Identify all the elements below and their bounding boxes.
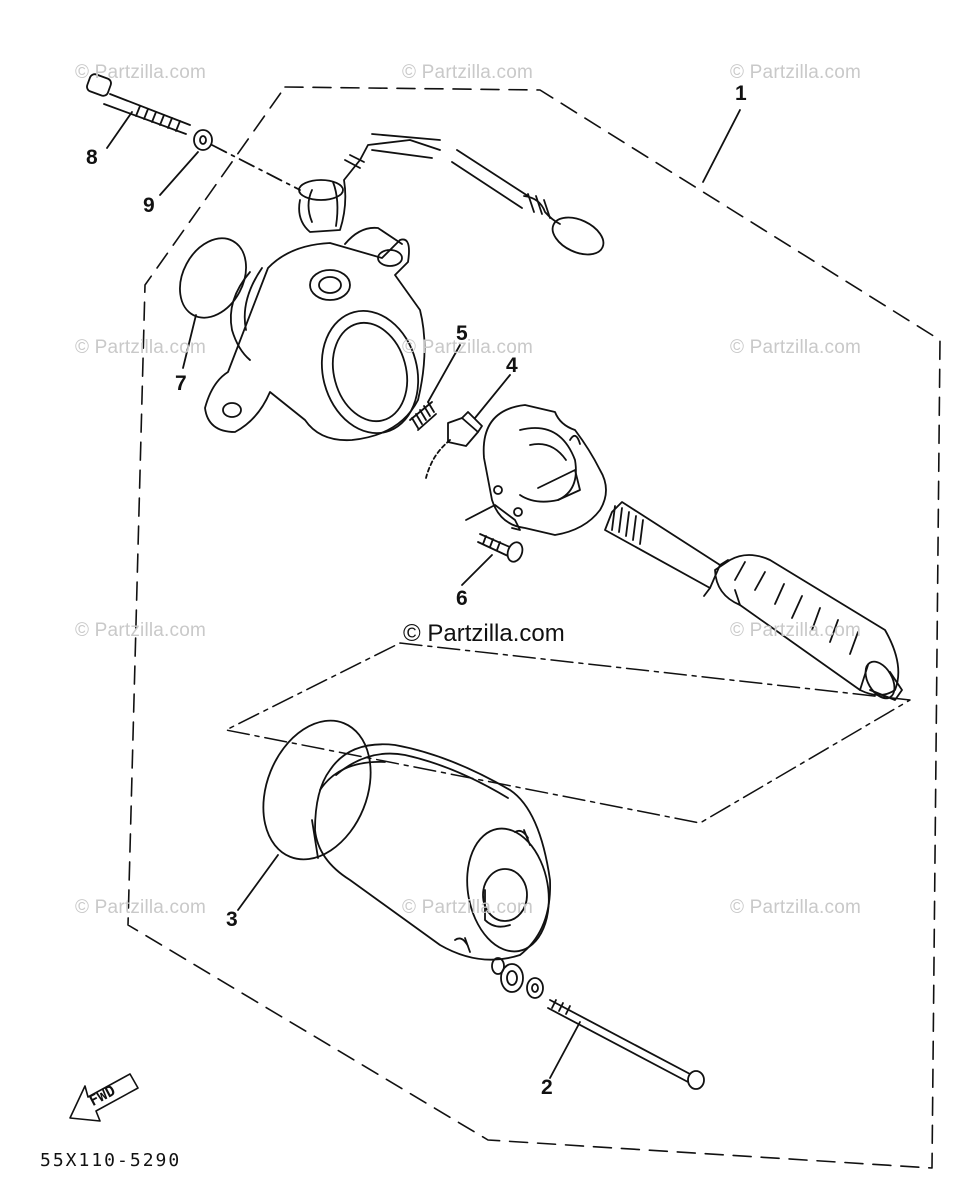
callout-1: 1 <box>735 82 747 105</box>
leader-5 <box>428 345 460 402</box>
watermark-center: © Partzilla.com <box>403 620 565 647</box>
front-cover <box>205 228 431 444</box>
chain-line-9 <box>212 145 300 190</box>
leader-2 <box>550 1022 580 1078</box>
armature <box>605 502 902 703</box>
leader-6 <box>462 555 492 585</box>
yoke <box>312 744 558 959</box>
alignment-line <box>226 643 910 823</box>
washers <box>492 958 543 998</box>
watermark-tl: © Partzilla.com <box>75 62 207 83</box>
leader-9 <box>160 152 198 195</box>
lead-wire <box>299 134 609 262</box>
screw-6 <box>478 534 525 564</box>
watermark-br: © Partzilla.com <box>730 897 862 918</box>
leader-8 <box>107 112 132 148</box>
watermark-mc: © Partzilla.com <box>402 337 534 358</box>
watermark-ml: © Partzilla.com <box>75 337 207 358</box>
callout-9: 9 <box>143 194 155 217</box>
watermark-tr: © Partzilla.com <box>730 62 862 83</box>
o-ring-7 <box>167 227 259 329</box>
callout-7: 7 <box>175 372 187 395</box>
assembly-outline <box>128 87 940 1168</box>
bolt-8 <box>86 73 190 134</box>
leader-7 <box>183 315 196 368</box>
watermark-lr: © Partzilla.com <box>730 620 862 641</box>
watermark-bl: © Partzilla.com <box>75 897 207 918</box>
through-bolt-2 <box>548 1000 704 1089</box>
callout-3: 3 <box>226 908 238 931</box>
leader-1 <box>703 110 740 182</box>
watermark-bc: © Partzilla.com <box>402 897 534 918</box>
fwd-arrow-icon <box>70 1074 138 1121</box>
leader-3 <box>238 855 278 910</box>
callout-8: 8 <box>86 146 98 169</box>
spring-5 <box>410 402 436 430</box>
watermark-ll: © Partzilla.com <box>75 620 207 641</box>
o-ring-3 <box>244 705 391 876</box>
callout-4: 4 <box>506 354 518 377</box>
callout-2: 2 <box>541 1076 553 1099</box>
diagram-code: 55X110-5290 <box>40 1150 182 1171</box>
brush-holder <box>466 405 606 535</box>
washer-9 <box>194 130 212 150</box>
leader-4 <box>475 375 510 418</box>
brush-4 <box>426 412 482 478</box>
watermark-mr: © Partzilla.com <box>730 337 862 358</box>
watermark-tc: © Partzilla.com <box>402 62 534 83</box>
callout-6: 6 <box>456 587 468 610</box>
callout-5: 5 <box>456 322 468 345</box>
